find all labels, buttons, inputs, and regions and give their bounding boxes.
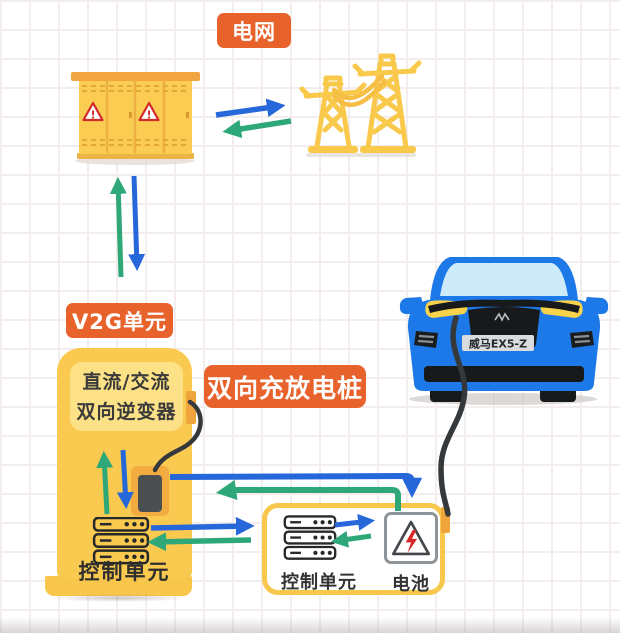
station-base xyxy=(45,576,192,596)
box-charge-port xyxy=(441,507,450,533)
arrow-station-ctrl-to-vehicle-ctrl xyxy=(150,516,255,536)
vehicle-internals-box: 控制单元 电池 xyxy=(262,503,445,595)
vehicle-control-unit-icon xyxy=(283,515,337,560)
arrow-station-to-grid xyxy=(109,176,127,278)
license-plate-text: 威马EX5-Z xyxy=(469,337,527,351)
inverter-line1: 直流/交流 xyxy=(82,370,171,393)
bottom-fade xyxy=(0,617,620,633)
arrow-towers-to-transformer xyxy=(222,118,292,139)
arrow-inverter-to-controller xyxy=(116,449,134,510)
wm-logo-icon xyxy=(494,312,510,322)
warning-icon: ! xyxy=(82,101,104,122)
warning-icon: ! xyxy=(138,101,160,122)
windshield xyxy=(440,263,568,296)
v2g-unit-tag: V2G单元 xyxy=(66,303,173,338)
station-side-socket xyxy=(186,391,196,424)
arrow-vehicle-ctrl-to-station-ctrl xyxy=(147,532,252,552)
high-voltage-icon xyxy=(391,520,431,556)
battery-icon xyxy=(384,512,438,564)
license-plate xyxy=(462,335,534,351)
arrow-battery-to-ctrl xyxy=(330,530,372,548)
car-charging-cable xyxy=(438,315,468,517)
vent-slats xyxy=(82,85,190,146)
arrow-grid-to-station xyxy=(128,175,146,272)
station-control-unit-label: 控制单元 xyxy=(78,560,171,584)
power-grid-tag: 电网 xyxy=(217,13,291,48)
station-control-unit-icon xyxy=(92,517,150,565)
inverter-line2: 双向逆变器 xyxy=(76,400,177,423)
arrow-battery-to-station xyxy=(215,479,401,511)
svg-text:!: ! xyxy=(146,109,151,122)
bolt-icon xyxy=(405,530,418,554)
arrow-ctrl-to-battery xyxy=(334,513,376,531)
vehicle-control-unit-label: 控制单元 xyxy=(281,572,357,593)
car-icon: 威马EX5-Z xyxy=(399,257,609,405)
station-shadow xyxy=(50,594,188,602)
charging-pile-tag: 双向充放电桩 xyxy=(204,365,366,408)
grille-band xyxy=(428,299,580,313)
arrow-controller-to-inverter xyxy=(96,450,114,515)
door-handle xyxy=(129,112,132,118)
arrow-station-to-battery xyxy=(169,472,423,499)
transformer-lid xyxy=(71,72,200,81)
transformer-icon: ! ! xyxy=(71,72,200,165)
charging-gun-icon xyxy=(138,475,162,512)
arrow-transformer-to-towers xyxy=(215,98,286,118)
door-handle xyxy=(186,112,189,118)
battery-label: 电池 xyxy=(392,574,430,595)
power-lines xyxy=(331,73,387,108)
inverter-panel: 直流/交流 双向逆变器 xyxy=(70,362,183,431)
svg-text:!: ! xyxy=(90,109,95,122)
gun-cable xyxy=(152,399,203,473)
transmission-towers-icon xyxy=(299,53,422,157)
